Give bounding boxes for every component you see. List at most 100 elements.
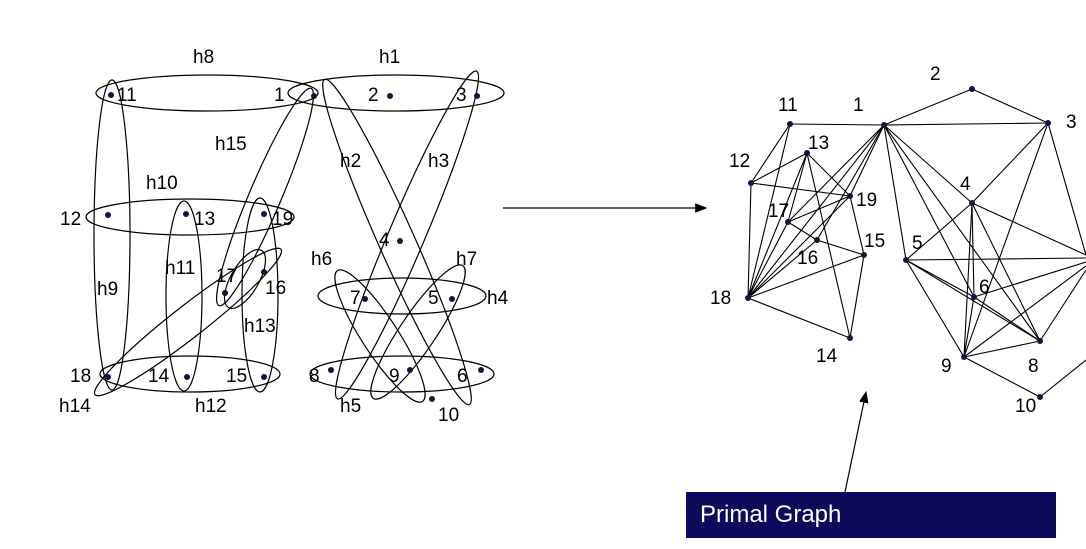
- vertex-12-dot: [105, 212, 111, 218]
- graph-vertex-18-dot: [745, 295, 751, 301]
- graph-edge: [905, 259, 975, 298]
- graph-edge: [747, 221, 789, 299]
- graph-edge: [816, 239, 865, 256]
- graph-vertex-15-dot: [861, 252, 867, 258]
- graph-edge: [806, 152, 851, 197]
- graph-edge: [849, 254, 865, 339]
- graph-edge: [747, 124, 885, 299]
- graph-edge: [816, 124, 885, 241]
- vertex-14-dot: [184, 374, 190, 380]
- hyperedge-outlines: [85, 70, 505, 406]
- graph-vertex-12-dot: [748, 180, 754, 186]
- vertex-6-dot: [478, 367, 484, 373]
- primal-graph-vertices: 1 2 3 4 5 6 8 9 10 11 12 13 14: [710, 64, 1077, 417]
- graph-edge: [883, 124, 1041, 342]
- graph-edge: [747, 239, 818, 299]
- vertex-4-dot: [397, 238, 403, 244]
- vertex-label: 9: [389, 366, 400, 387]
- graph-edge: [787, 152, 808, 223]
- graph-vertex-4-dot: [969, 200, 975, 206]
- graph-vertex-label: 3: [1066, 112, 1077, 133]
- hyperedge-h4: [317, 277, 487, 315]
- graph-vertex-label: 18: [710, 288, 731, 309]
- graph-vertex-label: 12: [729, 151, 750, 172]
- hyperedge-label: h5: [340, 396, 361, 417]
- hyperedge-label: h9: [97, 279, 118, 300]
- graph-edge: [849, 124, 885, 197]
- hyperedge-labels: h8 h1 h15 h2 h3 h10 h11 h6 h7 h9 h4 h13 …: [59, 47, 509, 417]
- vertex-label: 2: [368, 85, 379, 106]
- graph-edge: [963, 122, 1049, 358]
- graph-vertex-8-dot: [1037, 338, 1043, 344]
- hyperedge-h3: [334, 70, 480, 400]
- hyperedge-h8: [95, 74, 319, 112]
- graph-edge: [883, 124, 975, 298]
- vertex-5-dot: [449, 296, 455, 302]
- vertex-label: 12: [60, 209, 81, 230]
- vertex-19-dot: [261, 211, 267, 217]
- graph-edge: [1039, 359, 1086, 398]
- hyperedge-label: h6: [311, 249, 332, 270]
- graph-vertex-13-dot: [804, 150, 810, 156]
- graph-vertex-17-dot: [785, 219, 791, 225]
- primal-graph-edges: [747, 88, 1086, 398]
- graph-vertex-label: 13: [808, 133, 829, 154]
- graph-edge: [883, 122, 1049, 126]
- graph-edge: [963, 202, 973, 358]
- hyperedge-h14: [93, 247, 283, 397]
- hyperedge-h13: [241, 197, 279, 393]
- graph-vertex-14-dot: [847, 335, 853, 341]
- primal-graph-banner: Primal Graph: [686, 492, 1056, 538]
- hyperedge-h2: [322, 78, 472, 406]
- graph-vertex-label: 10: [1015, 396, 1036, 417]
- graph-edge: [747, 152, 808, 299]
- hyperedge-label: h4: [487, 288, 509, 309]
- hyperedge-h6: [334, 269, 426, 403]
- vertex-2-dot: [387, 93, 393, 99]
- hyperedge-h10: [85, 198, 295, 236]
- graph-edge: [883, 88, 973, 126]
- hyperedge-h15: [215, 87, 315, 307]
- graph-vertex-11-dot: [787, 121, 793, 127]
- graph-edge: [1047, 122, 1086, 256]
- graph-edge: [750, 123, 791, 184]
- primal-graph: 1 2 3 4 5 6 8 9 10 11 12 13 14: [710, 64, 1086, 417]
- graph-vertex-label: 14: [816, 346, 838, 367]
- graph-vertex-19-dot: [847, 193, 853, 199]
- hyperedge-label: h15: [215, 134, 247, 155]
- graph-vertex-label: 1: [853, 95, 864, 116]
- graph-edge: [806, 152, 851, 339]
- graph-vertex-label: 11: [778, 95, 798, 116]
- vertex-label: 19: [272, 209, 293, 230]
- graph-vertex-label: 6: [979, 277, 990, 298]
- hyperedge-label: h13: [244, 316, 276, 337]
- hyperedge-label: h14: [59, 396, 91, 417]
- graph-edge: [883, 124, 907, 261]
- vertex-13-dot: [183, 211, 189, 217]
- vertex-label: 11: [117, 85, 137, 106]
- graph-edge: [905, 259, 965, 358]
- graph-edge: [963, 296, 975, 358]
- graph-vertex-3-dot: [1045, 120, 1051, 126]
- vertex-label: 13: [194, 209, 215, 230]
- vertex-7-dot: [362, 296, 368, 302]
- graph-edge: [973, 261, 1086, 298]
- graph-vertex-6-dot: [971, 294, 977, 300]
- graph-edge: [787, 195, 851, 223]
- graph-vertex-1-dot: [881, 122, 887, 128]
- vertex-label: 15: [226, 366, 247, 387]
- graph-edge: [747, 182, 752, 299]
- graph-edge: [971, 122, 1049, 204]
- graph-edge: [971, 202, 1086, 256]
- vertex-label: 16: [265, 278, 286, 299]
- graph-edge: [789, 123, 885, 126]
- hyperedge-h1: [287, 74, 505, 112]
- graph-vertex-label: 9: [941, 356, 952, 377]
- vertex-label: 7: [350, 288, 361, 309]
- vertex-18-dot: [105, 374, 111, 380]
- hyperedge-h11: [165, 200, 203, 392]
- graph-vertex-label: 16: [797, 248, 818, 269]
- graph-vertex-label: 19: [856, 190, 877, 211]
- graph-edge: [747, 254, 865, 299]
